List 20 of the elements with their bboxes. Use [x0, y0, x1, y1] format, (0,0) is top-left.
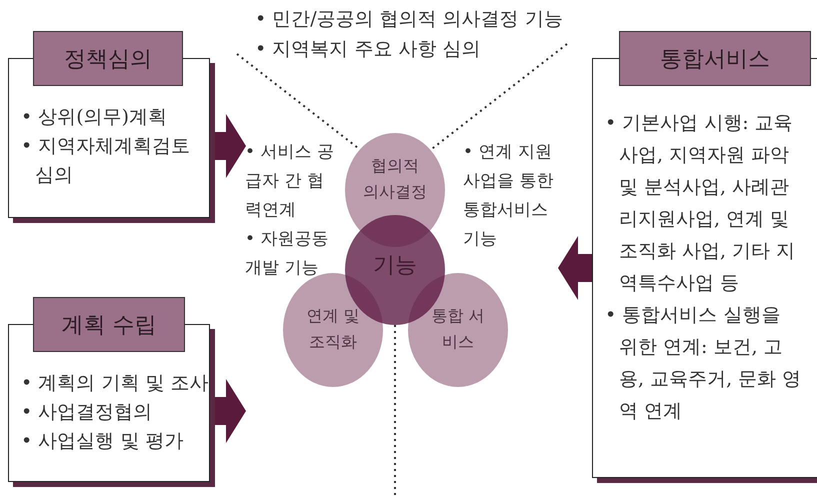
- bullet-text: • 상위(의무)계획: [21, 105, 168, 130]
- block-arrow: [215, 379, 246, 443]
- bullet-text: • 민간/공공의 협의적 의사결정 기능: [255, 7, 564, 32]
- heading-tab: 계획 수립: [33, 297, 185, 352]
- bullet-text: • 지역복지 주요 사항 심의: [255, 37, 482, 62]
- bullet-text: • 사업결정협의: [21, 400, 154, 425]
- bullet-text: • 연계 지원 사업을 통한 통합서비스 기능: [463, 141, 554, 251]
- bullet-text: • 계획의 기획 및 조사: [21, 371, 210, 396]
- dotted-line: [394, 325, 396, 496]
- heading-tab: 정책심의: [33, 31, 183, 86]
- bullet-text: • 통합서비스 실행을 위한 연계: 보건, 고용, 교육주거, 문화 영역 연계: [605, 303, 802, 424]
- leader-line: [236, 53, 360, 150]
- bullet-text: • 사업실행 및 평가: [21, 429, 184, 454]
- bullet-text: • 지역자체계획검토 심의: [21, 134, 192, 188]
- bullet-text: • 기본사업 시행: 교육사업, 지역자원 파악 및 분석사업, 사례관리지원사업, 연계 및 조직화 사업, 기타 지역특수사업 등: [605, 111, 796, 296]
- block-arrow: [215, 114, 246, 178]
- heading-tab: 통합서비스: [619, 31, 811, 86]
- leader-line: [430, 43, 568, 151]
- bullet-text: • 서비스 공급자 간 협력연계: [245, 141, 335, 222]
- block-arrow: [558, 236, 592, 300]
